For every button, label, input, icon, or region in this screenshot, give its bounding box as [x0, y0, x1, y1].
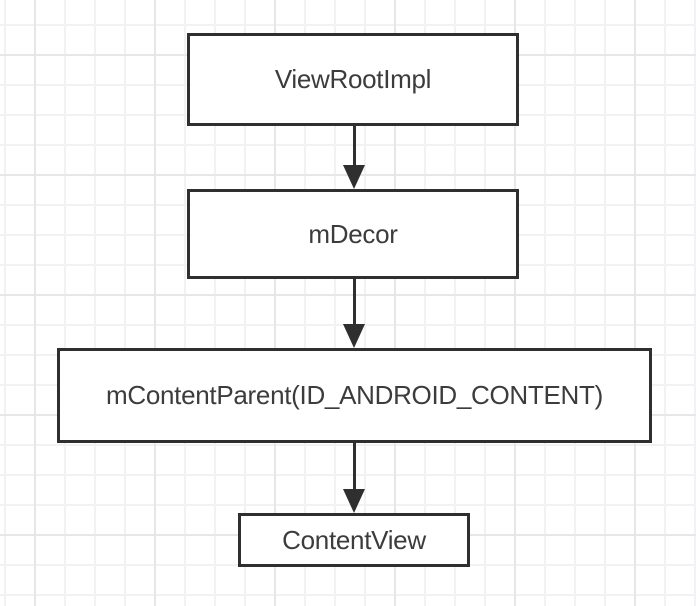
arrow-head: [343, 324, 365, 348]
node-label: ViewRootImpl: [274, 64, 432, 94]
arrow-down-icon: [343, 126, 365, 189]
arrow-down-icon: [343, 279, 365, 348]
arrow-shaft: [352, 279, 356, 324]
flow-node-mdecor: mDecor: [187, 189, 519, 279]
node-label: mDecor: [308, 218, 398, 249]
flow-node-viewrootimpl: ViewRootImpl: [187, 33, 519, 126]
arrow-head: [343, 165, 365, 189]
flow-node-contentview: ContentView: [238, 513, 470, 567]
flow-node-mcontentparent: mContentParent(ID_ANDROID_CONTENT): [57, 348, 652, 443]
arrow-shaft: [352, 126, 356, 165]
arrow-down-icon: [343, 443, 365, 513]
arrow-head: [343, 489, 365, 513]
node-label: ContentView: [282, 524, 426, 555]
node-label: mContentParent(ID_ANDROID_CONTENT): [106, 380, 603, 410]
arrow-shaft: [352, 443, 356, 489]
